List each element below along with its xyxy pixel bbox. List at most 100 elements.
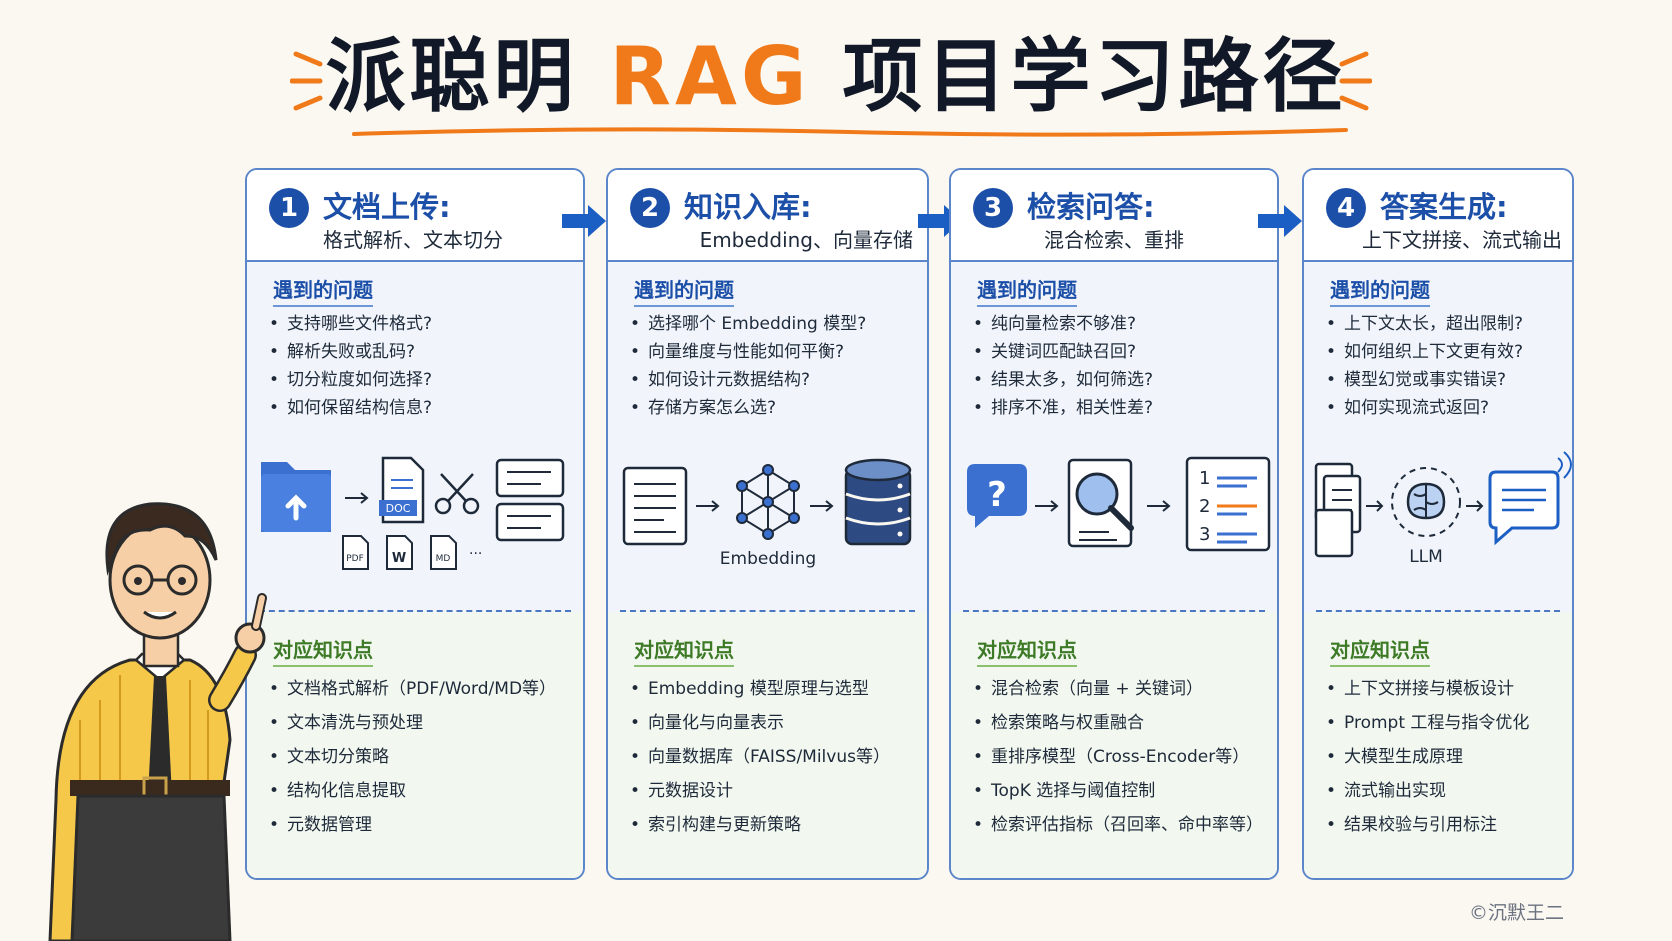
list-item: 索引构建与更新策略 [630,808,890,842]
card-header: 2 知识入库: Embedding、向量存储 [608,170,927,262]
knowledge-heading: 对应知识点 [634,634,734,667]
list-item: 结果校验与引用标注 [1326,808,1529,842]
knowledge-list: 上下文拼接与模板设计 Prompt 工程与指令优化 大模型生成原理 流式输出实现… [1322,672,1529,842]
questions-list: 选择哪个 Embedding 模型? 向量维度与性能如何平衡? 如何设计元数据结… [626,310,866,422]
list-item: 流式输出实现 [1326,774,1529,808]
list-item: 如何组织上下文更有效? [1326,338,1523,366]
list-item: 文本清洗与预处理 [269,706,556,740]
presenter-illustration [48,502,267,941]
knowledge-list: 混合检索（向量 + 关键词） 检索策略与权重融合 重排序模型（Cross-Enc… [969,672,1263,842]
list-item: 结构化信息提取 [269,774,556,808]
stacked-documents-icon [1314,462,1362,558]
list-item: Prompt 工程与指令优化 [1326,706,1529,740]
word-file-icon: W [386,535,413,570]
card-subtitle: 混合检索、重排 [1044,228,1184,252]
knowledge-list: Embedding 模型原理与选型 向量化与向量表示 向量数据库（FAISS/M… [626,672,890,842]
title-prefix: 派聪明 [325,30,610,123]
list-item: Embedding 模型原理与选型 [630,672,890,706]
questions-list: 上下文太长，超出限制? 如何组织上下文更有效? 模型幻觉或事实错误? 如何实现流… [1322,310,1523,422]
embedding-illustration: Embedding [622,458,912,569]
list-item: 向量维度与性能如何平衡? [630,338,866,366]
list-item: 重排序模型（Cross-Encoder等） [973,740,1263,774]
step-number: 1 [269,188,309,228]
document-icon [622,466,688,546]
document-search-icon [1067,458,1134,548]
copyright-text: ©沉默王二 [1468,902,1564,924]
questions-heading: 遇到的问题 [634,274,734,307]
section-divider [1316,610,1560,612]
card-header: 3 检索问答: 混合检索、重排 [951,170,1277,262]
card-header: 1 文档上传: 格式解析、文本切分 [247,170,583,262]
knowledge-heading: 对应知识点 [273,634,373,667]
pdf-label: PDF [346,554,364,564]
card-retrieval-qa: 3 检索问答: 混合检索、重排 遇到的问题 纯向量检索不够准? 关键词匹配缺召回… [949,168,1279,880]
list-item: 支持哪些文件格式? [269,310,432,338]
section-divider [963,610,1265,612]
list-item: 大模型生成原理 [1326,740,1529,774]
rank-3: 3 [1199,524,1210,545]
card-title: 文档上传: [323,190,451,224]
more-formats: ··· [469,546,482,562]
questions-heading: 遇到的问题 [273,274,373,307]
step-number: 3 [973,188,1013,228]
section-divider [259,610,571,612]
flow-arrow-icon [1258,205,1302,237]
card-answer-generation: 4 答案生成: 上下文拼接、流式输出 遇到的问题 上下文太长，超出限制? 如何组… [1302,168,1574,880]
llm-brain-icon [1391,467,1461,537]
left-spark-decoration [290,51,323,111]
step-number: 2 [630,188,670,228]
knowledge-heading: 对应知识点 [1330,634,1430,667]
list-item: 模型幻觉或事实错误? [1326,366,1523,394]
question-bubble-icon: ? [967,464,1027,528]
question-mark: ? [987,475,1007,515]
list-item: 解析失败或乱码? [269,338,432,366]
list-item: 如何设计元数据结构? [630,366,866,394]
pdf-file-icon: PDF [342,535,369,570]
list-item: 关键词匹配缺召回? [973,338,1153,366]
card-knowledge-ingest: 2 知识入库: Embedding、向量存储 遇到的问题 选择哪个 Embedd… [606,168,929,880]
list-item: 如何保留结构信息? [269,394,432,422]
card-title: 知识入库: [684,190,812,224]
list-item: 存储方案怎么选? [630,394,866,422]
list-item: 检索评估指标（召回率、命中率等） [973,808,1263,842]
llm-label: LLM [1409,547,1443,567]
md-label: MD [436,554,451,564]
list-item: 元数据设计 [630,774,890,808]
database-icon [844,458,912,546]
generation-illustration: LLM [1314,451,1572,567]
list-item: 向量化与向量表示 [630,706,890,740]
card-subtitle: 上下文拼接、流式输出 [1362,228,1562,252]
ranked-list-icon: 1 2 3 [1185,456,1271,552]
flow-arrow-icon [562,205,606,237]
list-item: 上下文太长，超出限制? [1326,310,1523,338]
questions-list: 支持哪些文件格式? 解析失败或乱码? 切分粒度如何选择? 如何保留结构信息? [265,310,432,422]
title-highlight: RAG [609,30,811,123]
list-item: 检索策略与权重融合 [973,706,1263,740]
list-item: TopK 选择与阈值控制 [973,774,1263,808]
list-item: 文本切分策略 [269,740,556,774]
md-file-icon: MD [430,535,457,570]
list-item: 向量数据库（FAISS/Milvus等） [630,740,890,774]
list-item: 选择哪个 Embedding 模型? [630,310,866,338]
scissors-icon [434,473,480,515]
folder-upload-icon [261,462,331,532]
list-item: 排序不准，相关性差? [973,394,1153,422]
retrieval-illustration: ? 1 2 3 [967,456,1271,552]
knowledge-list: 文档格式解析（PDF/Word/MD等） 文本清洗与预处理 文本切分策略 结构化… [265,672,556,842]
vector-network-icon [736,464,800,540]
doc-label: DOC [386,502,411,515]
list-item: 混合检索（向量 + 关键词） [973,672,1263,706]
questions-heading: 遇到的问题 [977,274,1077,307]
card-header: 4 答案生成: 上下文拼接、流式输出 [1304,170,1572,262]
list-item: 如何实现流式返回? [1326,394,1523,422]
list-item: 元数据管理 [269,808,556,842]
questions-list: 纯向量检索不够准? 关键词匹配缺召回? 结果太多，如何筛选? 排序不准，相关性差… [969,310,1153,422]
right-spark-decoration [1339,51,1372,111]
list-item: 上下文拼接与模板设计 [1326,672,1529,706]
section-divider [620,610,915,612]
upload-illustration: DOC PDF W MD ··· [261,456,565,570]
list-item: 文档格式解析（PDF/Word/MD等） [269,672,556,706]
chat-output-icon [1488,451,1572,546]
page-title: 派聪明 RAG 项目学习路径 [0,22,1672,132]
text-chunks-icon [495,458,565,542]
